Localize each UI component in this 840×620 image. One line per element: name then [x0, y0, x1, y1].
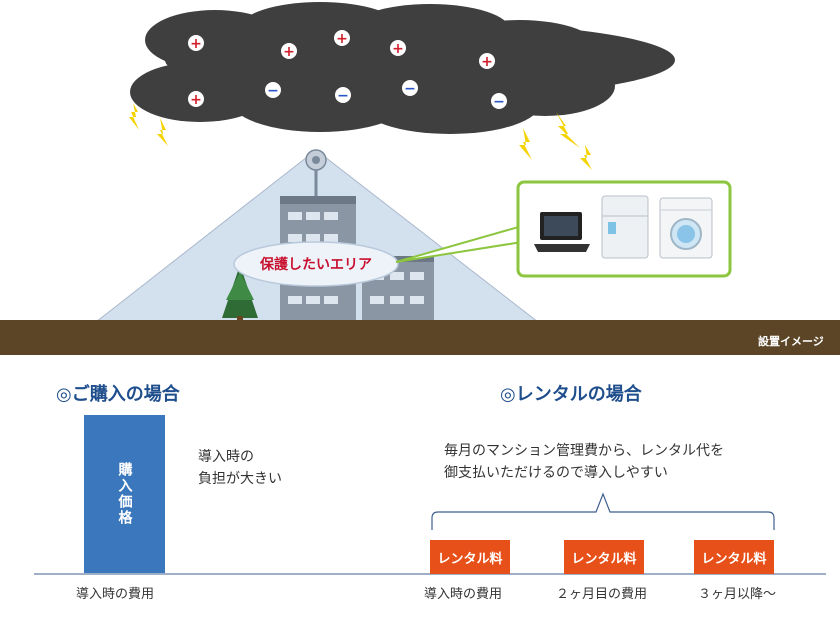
rental-note-line1: 毎月のマンション管理費から、レンタル代を [444, 443, 724, 459]
lightning-rod-icon [305, 149, 327, 200]
purchase-price-label: 購入価格 [116, 462, 133, 526]
laptop-icon [534, 212, 590, 252]
positive-charge-symbol: + [392, 41, 404, 57]
rental-heading: ◎レンタルの場合 [500, 384, 642, 405]
purchase-heading: ◎ご購入の場合 [56, 384, 180, 405]
positive-charge-icon [479, 53, 495, 69]
washing-machine-icon [659, 197, 713, 259]
negative-charge-symbol: − [267, 83, 279, 99]
rental-fee-box-1: レンタル料 [430, 540, 510, 574]
protected-area-label: 保護したいエリア [260, 257, 372, 273]
ground-caption: 設置イメージ [758, 335, 824, 348]
positive-charge-symbol: + [190, 36, 202, 52]
negative-charge-icon [335, 87, 351, 103]
purchase-note-line1: 導入時の [198, 449, 254, 465]
rental-axis-label-1: 導入時の費用 [424, 587, 503, 602]
lightning-bolt-icon [157, 118, 168, 146]
purchase-axis-label: 導入時の費用 [76, 587, 155, 602]
negative-charge-symbol: − [404, 81, 416, 97]
positive-charge-icon [188, 35, 204, 51]
purchase-note-line2: 負担が大きい [198, 471, 282, 487]
negative-charge-icon [402, 80, 418, 96]
positive-charge-symbol: + [336, 31, 348, 47]
positive-charge-symbol: + [283, 44, 295, 60]
rental-axis-label-3: ３ヶ月以降～ [698, 587, 777, 602]
rental-fee-box-3: レンタル料 [694, 540, 774, 574]
ground-strip [0, 320, 840, 355]
positive-charge-icon [281, 43, 297, 59]
lightning-bolt-icon [556, 112, 580, 148]
negative-charge-symbol: − [337, 88, 349, 104]
rental-axis-label-2: ２ヶ月目の費用 [556, 587, 648, 602]
lightning-bolt-icon [129, 103, 139, 130]
positive-charge-symbol: + [481, 54, 493, 70]
positive-charge-symbol: + [190, 92, 202, 108]
rental-fee-box-2: レンタル料 [564, 540, 644, 574]
rental-bracket [431, 492, 775, 530]
negative-charge-icon [265, 82, 281, 98]
positive-charge-icon [334, 30, 350, 46]
negative-charge-symbol: − [493, 94, 505, 110]
thundercloud-icon [130, 2, 675, 134]
protected-area-ellipse [233, 241, 399, 287]
rental-note-line2: 御支払いただけるので導入しやすい [444, 465, 668, 481]
positive-charge-icon [188, 91, 204, 107]
refrigerator-icon [601, 195, 649, 259]
purchase-price-bar: 購入価格 [84, 415, 165, 573]
lightning-bolt-icon [519, 128, 532, 160]
lightning-bolt-icon [580, 145, 592, 170]
cloud-charges: + + + + + + − − − − [188, 30, 507, 110]
positive-charge-icon [390, 40, 406, 56]
negative-charge-icon [491, 93, 507, 109]
rental-note: 毎月のマンション管理費から、レンタル代を 御支払いただけるので導入しやすい [444, 440, 724, 484]
tree-icon [222, 265, 258, 322]
purchase-note: 導入時の 負担が大きい [198, 446, 282, 490]
